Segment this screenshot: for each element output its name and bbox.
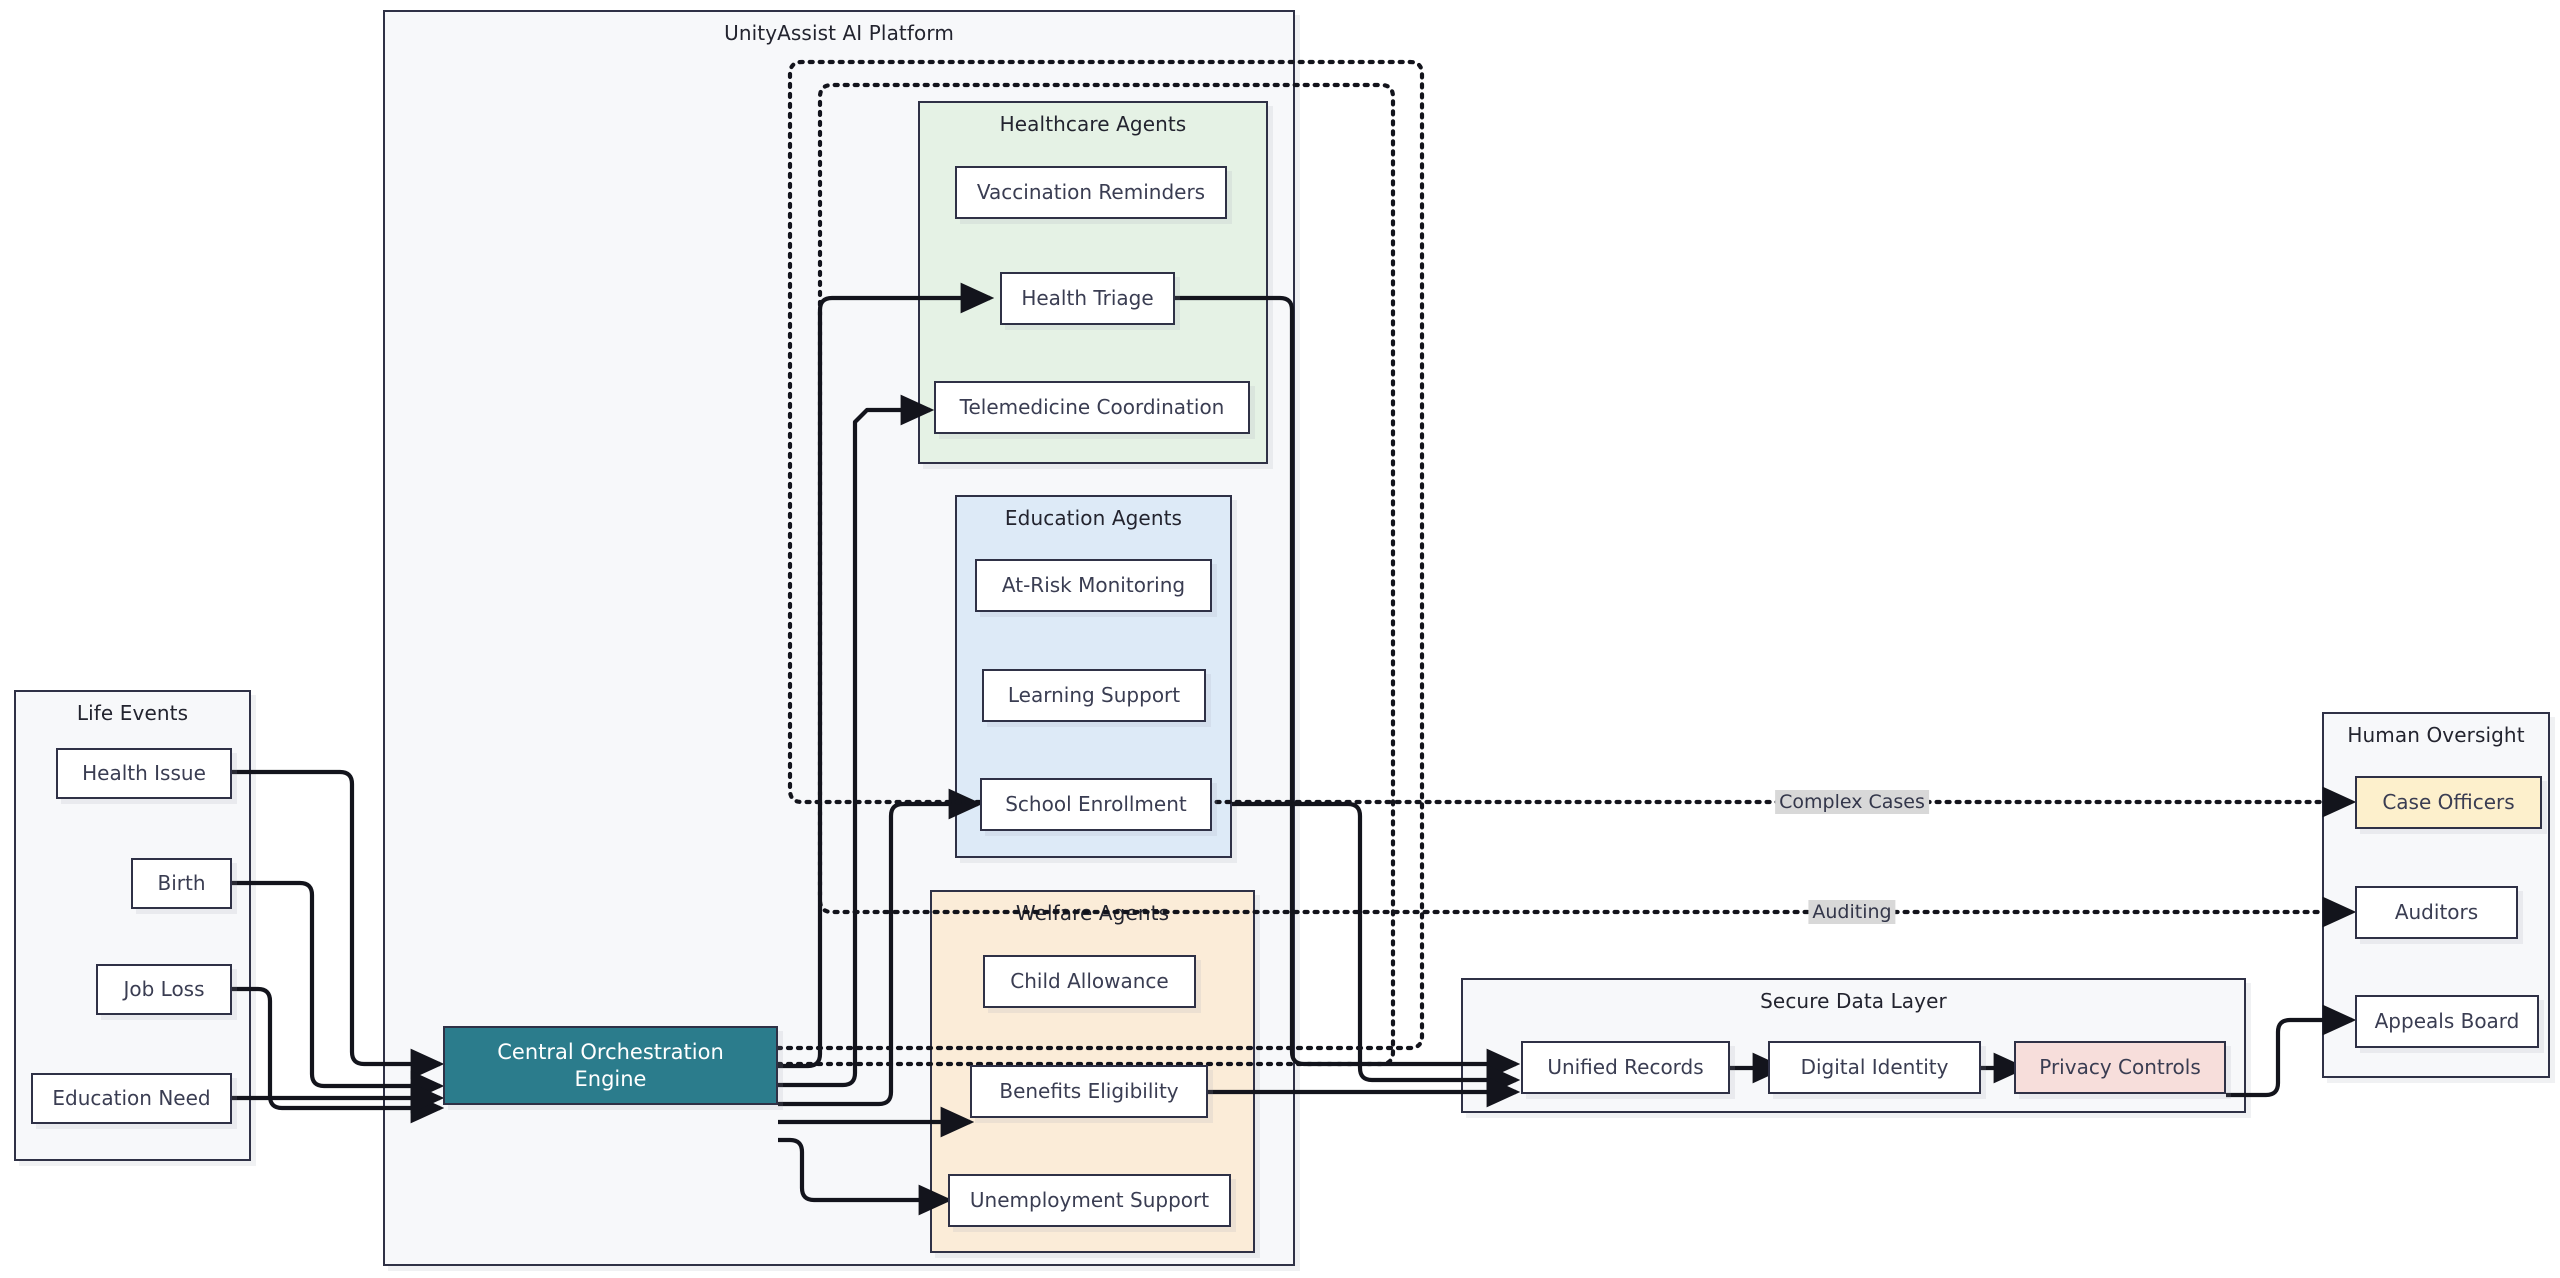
node-benefits-eligibility[interactable]: Benefits Eligibility xyxy=(970,1065,1208,1118)
node-education-need[interactable]: Education Need xyxy=(31,1073,232,1124)
node-at-risk-monitoring[interactable]: At-Risk Monitoring xyxy=(975,559,1212,612)
edge-label-auditing: Auditing xyxy=(1808,900,1896,924)
node-privacy-controls[interactable]: Privacy Controls xyxy=(2014,1041,2226,1094)
cluster-welfare-agents-title: Welfare Agents xyxy=(1015,901,1170,925)
cluster-secure-data-layer-title: Secure Data Layer xyxy=(1760,989,1947,1013)
node-digital-identity[interactable]: Digital Identity xyxy=(1768,1041,1981,1094)
node-birth[interactable]: Birth xyxy=(131,858,232,909)
node-health-triage[interactable]: Health Triage xyxy=(1000,272,1175,325)
node-vaccination-reminders[interactable]: Vaccination Reminders xyxy=(955,166,1227,219)
cluster-education-agents-title: Education Agents xyxy=(1004,506,1183,530)
node-appeals-board[interactable]: Appeals Board xyxy=(2355,995,2539,1048)
node-child-allowance[interactable]: Child Allowance xyxy=(983,955,1196,1008)
node-learning-support[interactable]: Learning Support xyxy=(982,669,1206,722)
node-job-loss[interactable]: Job Loss xyxy=(96,964,232,1015)
node-health-issue[interactable]: Health Issue xyxy=(56,748,232,799)
cluster-human-oversight-title: Human Oversight xyxy=(2347,723,2525,747)
node-unemployment-support[interactable]: Unemployment Support xyxy=(948,1174,1231,1227)
node-case-officers[interactable]: Case Officers xyxy=(2355,776,2542,829)
edge-label-complex-cases: Complex Cases xyxy=(1775,790,1929,814)
cluster-healthcare-agents-title: Healthcare Agents xyxy=(999,112,1187,136)
node-school-enrollment[interactable]: School Enrollment xyxy=(980,778,1212,831)
node-telemedicine-coordination[interactable]: Telemedicine Coordination xyxy=(934,381,1250,434)
node-central-orchestration-engine[interactable]: Central Orchestration Engine xyxy=(443,1026,778,1105)
cluster-platform-title: UnityAssist AI Platform xyxy=(724,21,954,45)
cluster-life-events-title: Life Events xyxy=(76,701,189,725)
node-unified-records[interactable]: Unified Records xyxy=(1521,1041,1730,1094)
node-auditors[interactable]: Auditors xyxy=(2355,886,2518,939)
